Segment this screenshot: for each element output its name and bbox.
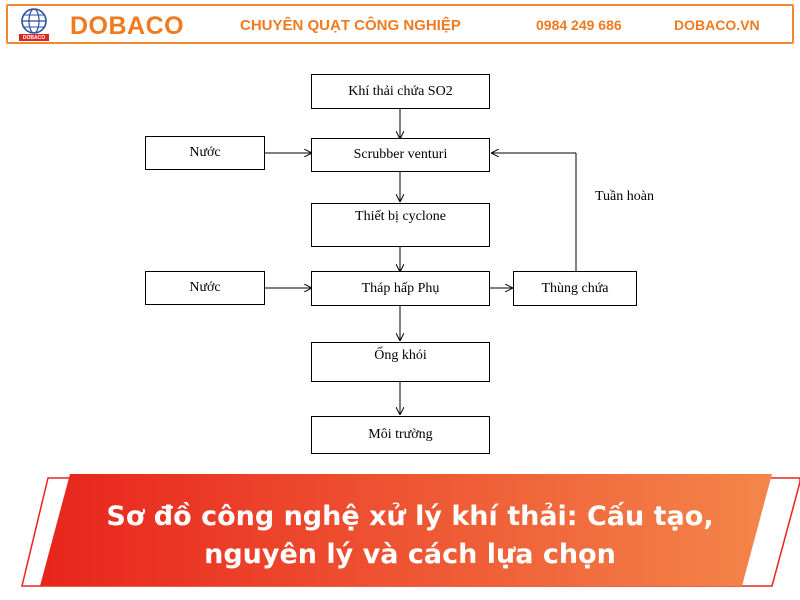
header-bar: DOBACO DOBACO CHUYÊN QUẠT CÔNG NGHIỆP 09… xyxy=(6,4,794,44)
logo-text: DOBACO xyxy=(22,35,46,41)
node-tank: Thùng chứa xyxy=(513,271,637,306)
website-link[interactable]: DOBACO.VN xyxy=(674,17,760,33)
node-absorber: Tháp hấp Phụ xyxy=(311,271,490,306)
node-water-2: Nước xyxy=(145,271,265,305)
node-input-gas: Khí thải chứa SO2 xyxy=(311,74,490,109)
banner-line-2: nguyên lý và cách lựa chọn xyxy=(204,539,616,570)
node-scrubber-venturi: Scrubber venturi xyxy=(311,138,490,172)
phone-number: 0984 249 686 xyxy=(536,17,622,33)
page-title-banner: Sơ đồ công nghệ xử lý khí thải: Cấu tạo,… xyxy=(60,498,760,574)
globe-logo-icon xyxy=(19,8,49,41)
banner-line-1: Sơ đồ công nghệ xử lý khí thải: Cấu tạo, xyxy=(106,501,714,532)
recirculation-label: Tuần hoàn xyxy=(595,189,654,204)
node-cyclone: Thiết bị cyclone xyxy=(311,203,490,247)
title-banner-background xyxy=(21,474,800,587)
brand-name: DOBACO xyxy=(70,12,185,40)
node-water-1: Nước xyxy=(145,136,265,170)
node-environment: Môi trường xyxy=(311,416,490,454)
tagline: CHUYÊN QUẠT CÔNG NGHIỆP xyxy=(240,17,461,34)
node-chimney: Ống khói xyxy=(311,342,490,382)
